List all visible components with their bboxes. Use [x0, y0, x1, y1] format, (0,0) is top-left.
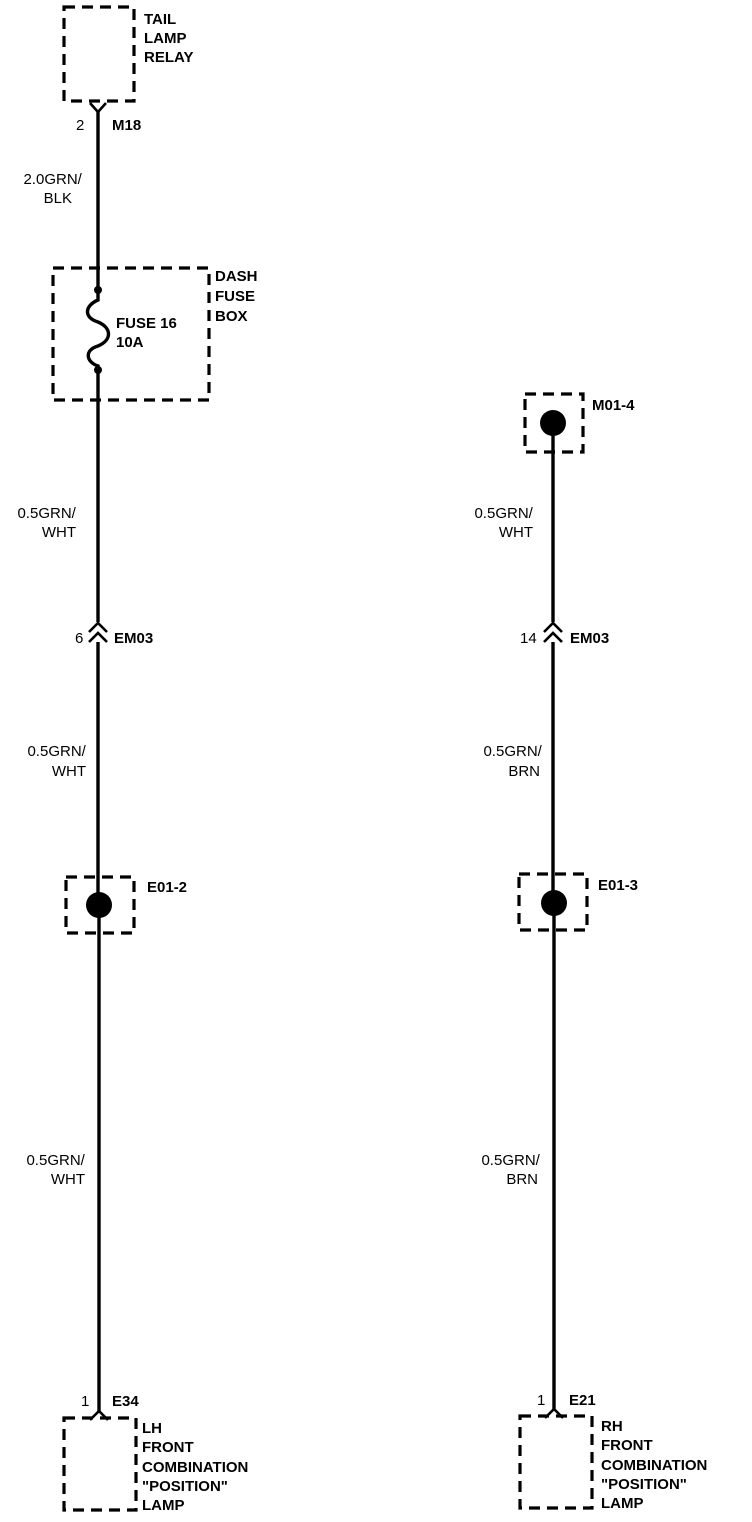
e34-pin-number: 1 [81, 1393, 89, 1410]
m18-pin-number: 2 [76, 117, 84, 134]
lh-position-lamp-box [62, 1416, 138, 1512]
splice-e01-2-box [64, 875, 136, 935]
ground-m01-4-label: M01-4 [592, 397, 635, 414]
em03-left-connector-label: EM03 [114, 630, 153, 647]
wire-label-left-upper-grn-wht: 0.5GRN/ WHT [17, 505, 80, 541]
em03-right-connector-label: EM03 [570, 630, 609, 647]
tail-lamp-relay-label: TAIL LAMP RELAY [144, 11, 193, 66]
fuse-16-label: FUSE 16 10A [116, 315, 181, 351]
splice-e01-3-label: E01-3 [598, 877, 638, 894]
em03-left-pin-number: 6 [75, 630, 83, 647]
wire-label-right-mid-grn-brn: 0.5GRN/ BRN [483, 743, 546, 780]
e21-connector-label: E21 [569, 1392, 596, 1409]
wire-label-2-0grn-blk: 2.0GRN/ BLK [23, 171, 86, 207]
splice-e01-3-box [517, 872, 589, 932]
tail-lamp-relay-box [62, 5, 136, 103]
wire-label-right-upper-grn-wht: 0.5GRN/ WHT [474, 505, 537, 541]
em03-connector-right-symbol [543, 621, 563, 643]
e21-pin-number: 1 [537, 1392, 545, 1409]
em03-connector-left-symbol [88, 621, 108, 643]
dash-fuse-box [51, 266, 211, 402]
em03-right-pin-number: 14 [520, 630, 537, 647]
splice-e01-2-label: E01-2 [147, 879, 187, 896]
m18-connector-label: M18 [112, 117, 141, 134]
lh-position-lamp-label: LH FRONT COMBINATION "POSITION" LAMP [142, 1420, 253, 1514]
wire-label-left-lower-grn-wht: 0.5GRN/ WHT [26, 1152, 89, 1188]
rh-position-lamp-label: RH FRONT COMBINATION "POSITION" LAMP [601, 1418, 712, 1512]
wire-label-right-lower-grn-brn: 0.5GRN/ BRN [481, 1152, 544, 1188]
fuse-16-symbol [85, 290, 111, 370]
e34-connector-label: E34 [112, 1393, 139, 1410]
m18-connector-symbol [89, 102, 107, 114]
wire-label-left-mid-grn-wht: 0.5GRN/ WHT [27, 743, 90, 780]
rh-position-lamp-box [518, 1414, 594, 1510]
dash-fuse-box-label: DASH FUSE BOX [215, 268, 262, 325]
